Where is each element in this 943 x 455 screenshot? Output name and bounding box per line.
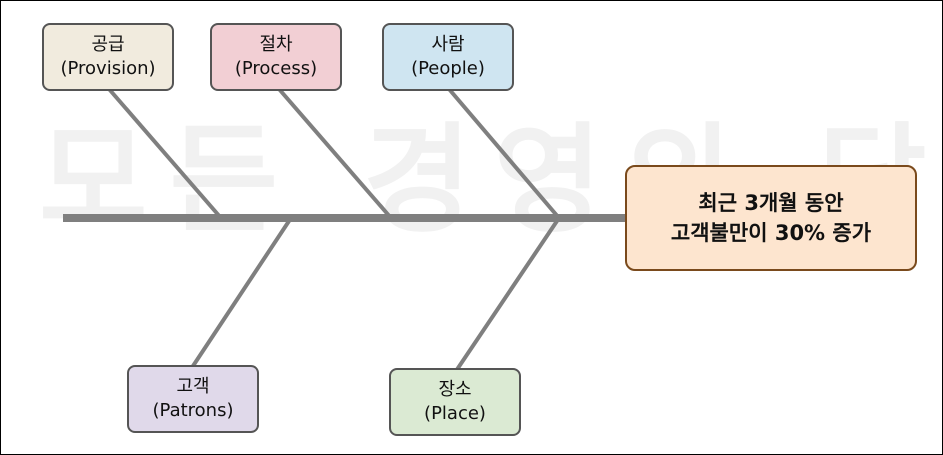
cause-process-en: (Process) [234, 58, 318, 79]
bone-provision [107, 87, 223, 220]
cause-people: 사람 (People) [382, 23, 514, 91]
bone-place [454, 216, 561, 373]
cause-patrons: 고객 (Patrons) [127, 365, 259, 433]
bone-people [447, 87, 561, 220]
cause-place-ko: 장소 [438, 378, 472, 400]
cause-place: 장소 (Place) [389, 368, 521, 436]
cause-provision-ko: 공급 [91, 33, 125, 55]
cause-process-ko: 절차 [259, 33, 293, 55]
bone-patrons [189, 216, 293, 371]
cause-process: 절차 (Process) [210, 23, 342, 91]
bone-process [277, 87, 393, 220]
effect-box: 최근 3개월 동안 고객불만이 30% 증가 [625, 165, 917, 271]
cause-patrons-en: (Patrons) [152, 400, 234, 421]
cause-provision-en: (Provision) [60, 58, 156, 79]
effect-line-1: 최근 3개월 동안 [698, 190, 844, 215]
cause-patrons-ko: 고객 [176, 375, 210, 397]
cause-place-en: (Place) [424, 403, 486, 424]
cause-people-en: (People) [411, 58, 485, 79]
cause-people-ko: 사람 [431, 33, 465, 55]
cause-provision: 공급 (Provision) [42, 23, 174, 91]
effect-line-2: 고객불만이 30% 증가 [670, 221, 872, 245]
